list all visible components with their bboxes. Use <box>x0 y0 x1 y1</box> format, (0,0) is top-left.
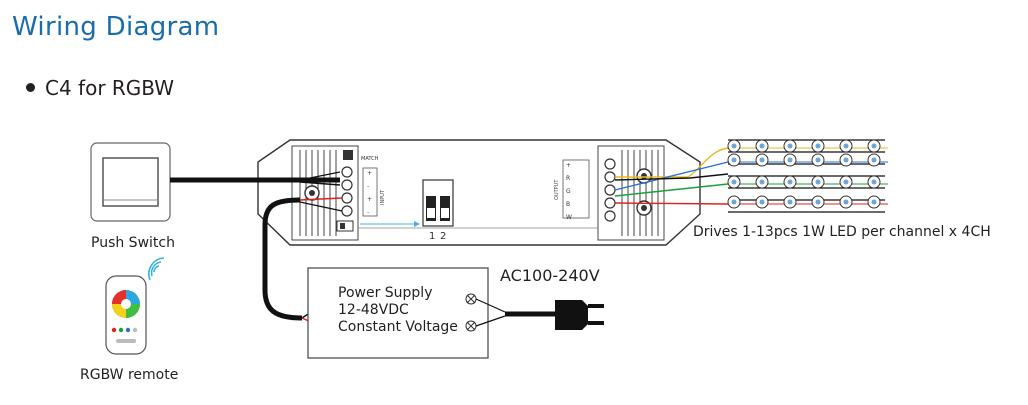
power-supply-box <box>307 267 489 359</box>
ac-plug-icon <box>475 298 604 330</box>
power-supply-line-3: Constant Voltage <box>338 319 458 335</box>
page-title: Wiring Diagram <box>12 12 220 42</box>
match-button-icon <box>343 150 353 160</box>
remote-label: RGBW remote <box>80 367 179 383</box>
switch-cable <box>170 171 341 186</box>
svg-text:B: B <box>566 201 570 208</box>
match-label: MATCH <box>361 156 379 162</box>
svg-text:R: R <box>566 175 570 182</box>
svg-text:+: + <box>367 196 372 203</box>
wireless-signal-icon <box>148 257 165 281</box>
power-supply-line-2: 12-48VDC <box>338 302 409 318</box>
bullet-icon <box>26 83 35 92</box>
leds-label: Drives 1-13pcs 1W LED per channel x 4CH <box>693 224 991 240</box>
svg-text:-: - <box>367 209 369 216</box>
dip-switch-icon <box>422 179 454 227</box>
dip-label-2: 2 <box>440 231 446 242</box>
power-supply-text: Power Supply 12-48VDC Constant Voltage <box>338 285 458 336</box>
svg-text:G: G <box>566 188 571 195</box>
power-supply-line-1: Power Supply <box>338 285 433 301</box>
svg-text:+: + <box>566 162 571 169</box>
svg-text:+: + <box>367 170 372 177</box>
rgbw-remote-icon <box>105 275 147 355</box>
controller-unit: MATCH + - + - INPUT 1 2 + R <box>257 139 701 246</box>
output-wires <box>614 147 729 205</box>
push-switch-icon <box>90 142 171 222</box>
input-label: INPUT <box>380 189 386 205</box>
svg-text:-: - <box>367 183 369 190</box>
subtitle-text: C4 for RGBW <box>45 76 175 100</box>
output-label: OUTPUT <box>554 179 560 200</box>
push-switch-label: Push Switch <box>91 235 175 251</box>
svg-text:W: W <box>566 214 572 221</box>
ac-input-label: AC100-240V <box>500 266 600 285</box>
led-array <box>727 139 888 213</box>
diagram-subtitle: C4 for RGBW <box>26 76 174 100</box>
dip-label-1: 1 <box>429 231 435 242</box>
